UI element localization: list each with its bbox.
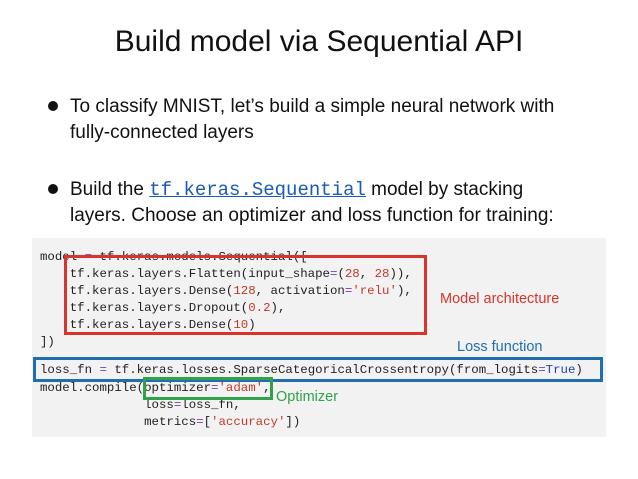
code-token: loss_fn	[40, 363, 100, 377]
code-token: loss	[40, 398, 174, 412]
code-operator: =	[211, 381, 219, 395]
bullet-dot	[48, 184, 58, 194]
code-block	[32, 238, 606, 437]
code-token: ,	[263, 381, 271, 395]
code-number: 28	[374, 267, 390, 281]
code-operator: =	[99, 363, 107, 377]
code-operator: =	[538, 363, 546, 377]
code-line-6: ])	[40, 333, 55, 351]
code-line-2: tf.keras.layers.Flatten(input_shape=(28,…	[40, 265, 412, 283]
code-token: tf.keras.layers.Flatten(input_shape	[40, 267, 330, 281]
code-token: )),	[389, 267, 412, 281]
bullet-dot	[48, 101, 58, 111]
bullet-2-pre: Build the	[70, 179, 150, 200]
code-operator: =	[330, 267, 338, 281]
code-token: loss_fn,	[181, 398, 241, 412]
loss-function-label: Loss function	[457, 339, 543, 355]
code-line-4: tf.keras.layers.Dropout(0.2),	[40, 299, 286, 317]
code-line-10: metrics=['accuracy'])	[40, 413, 300, 431]
code-number: 0.2	[248, 301, 271, 315]
code-token: , activation	[255, 284, 345, 298]
bullet-2-text: Build the tf.keras.Sequential model by s…	[70, 177, 610, 229]
code-operator: =	[196, 415, 204, 429]
code-token: ,	[359, 267, 375, 281]
code-token: (	[337, 267, 345, 281]
code-token: tf.keras.layers.Dense(	[40, 284, 234, 298]
code-number: 128	[233, 284, 256, 298]
code-token: ),	[396, 284, 412, 298]
code-number: 28	[344, 267, 360, 281]
code-token: model.compile(optimizer	[40, 381, 212, 395]
code-operator: =	[344, 284, 353, 298]
code-operator: =	[173, 398, 182, 412]
bullet-1-line-1: To classify MNIST, let’s build a simple …	[70, 96, 555, 117]
optimizer-label: Optimizer	[276, 389, 339, 405]
code-line-8: model.compile(optimizer='adam',	[40, 379, 271, 397]
code-token: )	[248, 318, 256, 332]
code-string: 'relu'	[352, 284, 397, 298]
bullet-2-post: model by stacking	[365, 179, 524, 200]
bullet-1-line-2: fully-connected layers	[70, 122, 254, 143]
code-token: )	[575, 363, 583, 377]
code-token: ])	[40, 335, 55, 349]
code-token: [	[203, 415, 212, 429]
code-line-7: loss_fn = tf.keras.losses.SparseCategori…	[40, 361, 583, 379]
code-token: tf.keras.layers.Dense(	[40, 318, 234, 332]
code-token: model	[40, 250, 85, 264]
model-architecture-label: Model architecture	[440, 291, 560, 307]
code-line-5: tf.keras.layers.Dense(10)	[40, 316, 256, 334]
loss-function-highlight-box	[33, 357, 603, 382]
model-architecture-highlight-box	[64, 255, 427, 335]
slide-title: Build model via Sequential API	[114, 25, 524, 58]
optimizer-highlight-box	[143, 377, 273, 400]
code-token: ),	[270, 301, 286, 315]
code-token: tf.keras.layers.Dropout(	[40, 301, 249, 315]
code-token: ])	[285, 415, 301, 429]
code-string: 'accuracy'	[211, 415, 286, 429]
code-token: tf.keras.losses.SparseCategoricalCrossen…	[106, 363, 539, 377]
bullet-1-text: To classify MNIST, let’s build a simple …	[70, 94, 610, 146]
bullet-2-line-2: layers. Choose an optimizer and loss fun…	[70, 205, 554, 226]
code-string: 'adam'	[218, 381, 264, 395]
code-line-3: tf.keras.layers.Dense(128, activation='r…	[40, 282, 412, 300]
code-boolean: True	[545, 363, 576, 377]
sequential-api-link[interactable]: tf.keras.Sequential	[149, 179, 366, 201]
code-number: 10	[233, 318, 249, 332]
code-token: metrics	[40, 415, 197, 429]
code-line-9: loss=loss_fn,	[40, 396, 241, 414]
